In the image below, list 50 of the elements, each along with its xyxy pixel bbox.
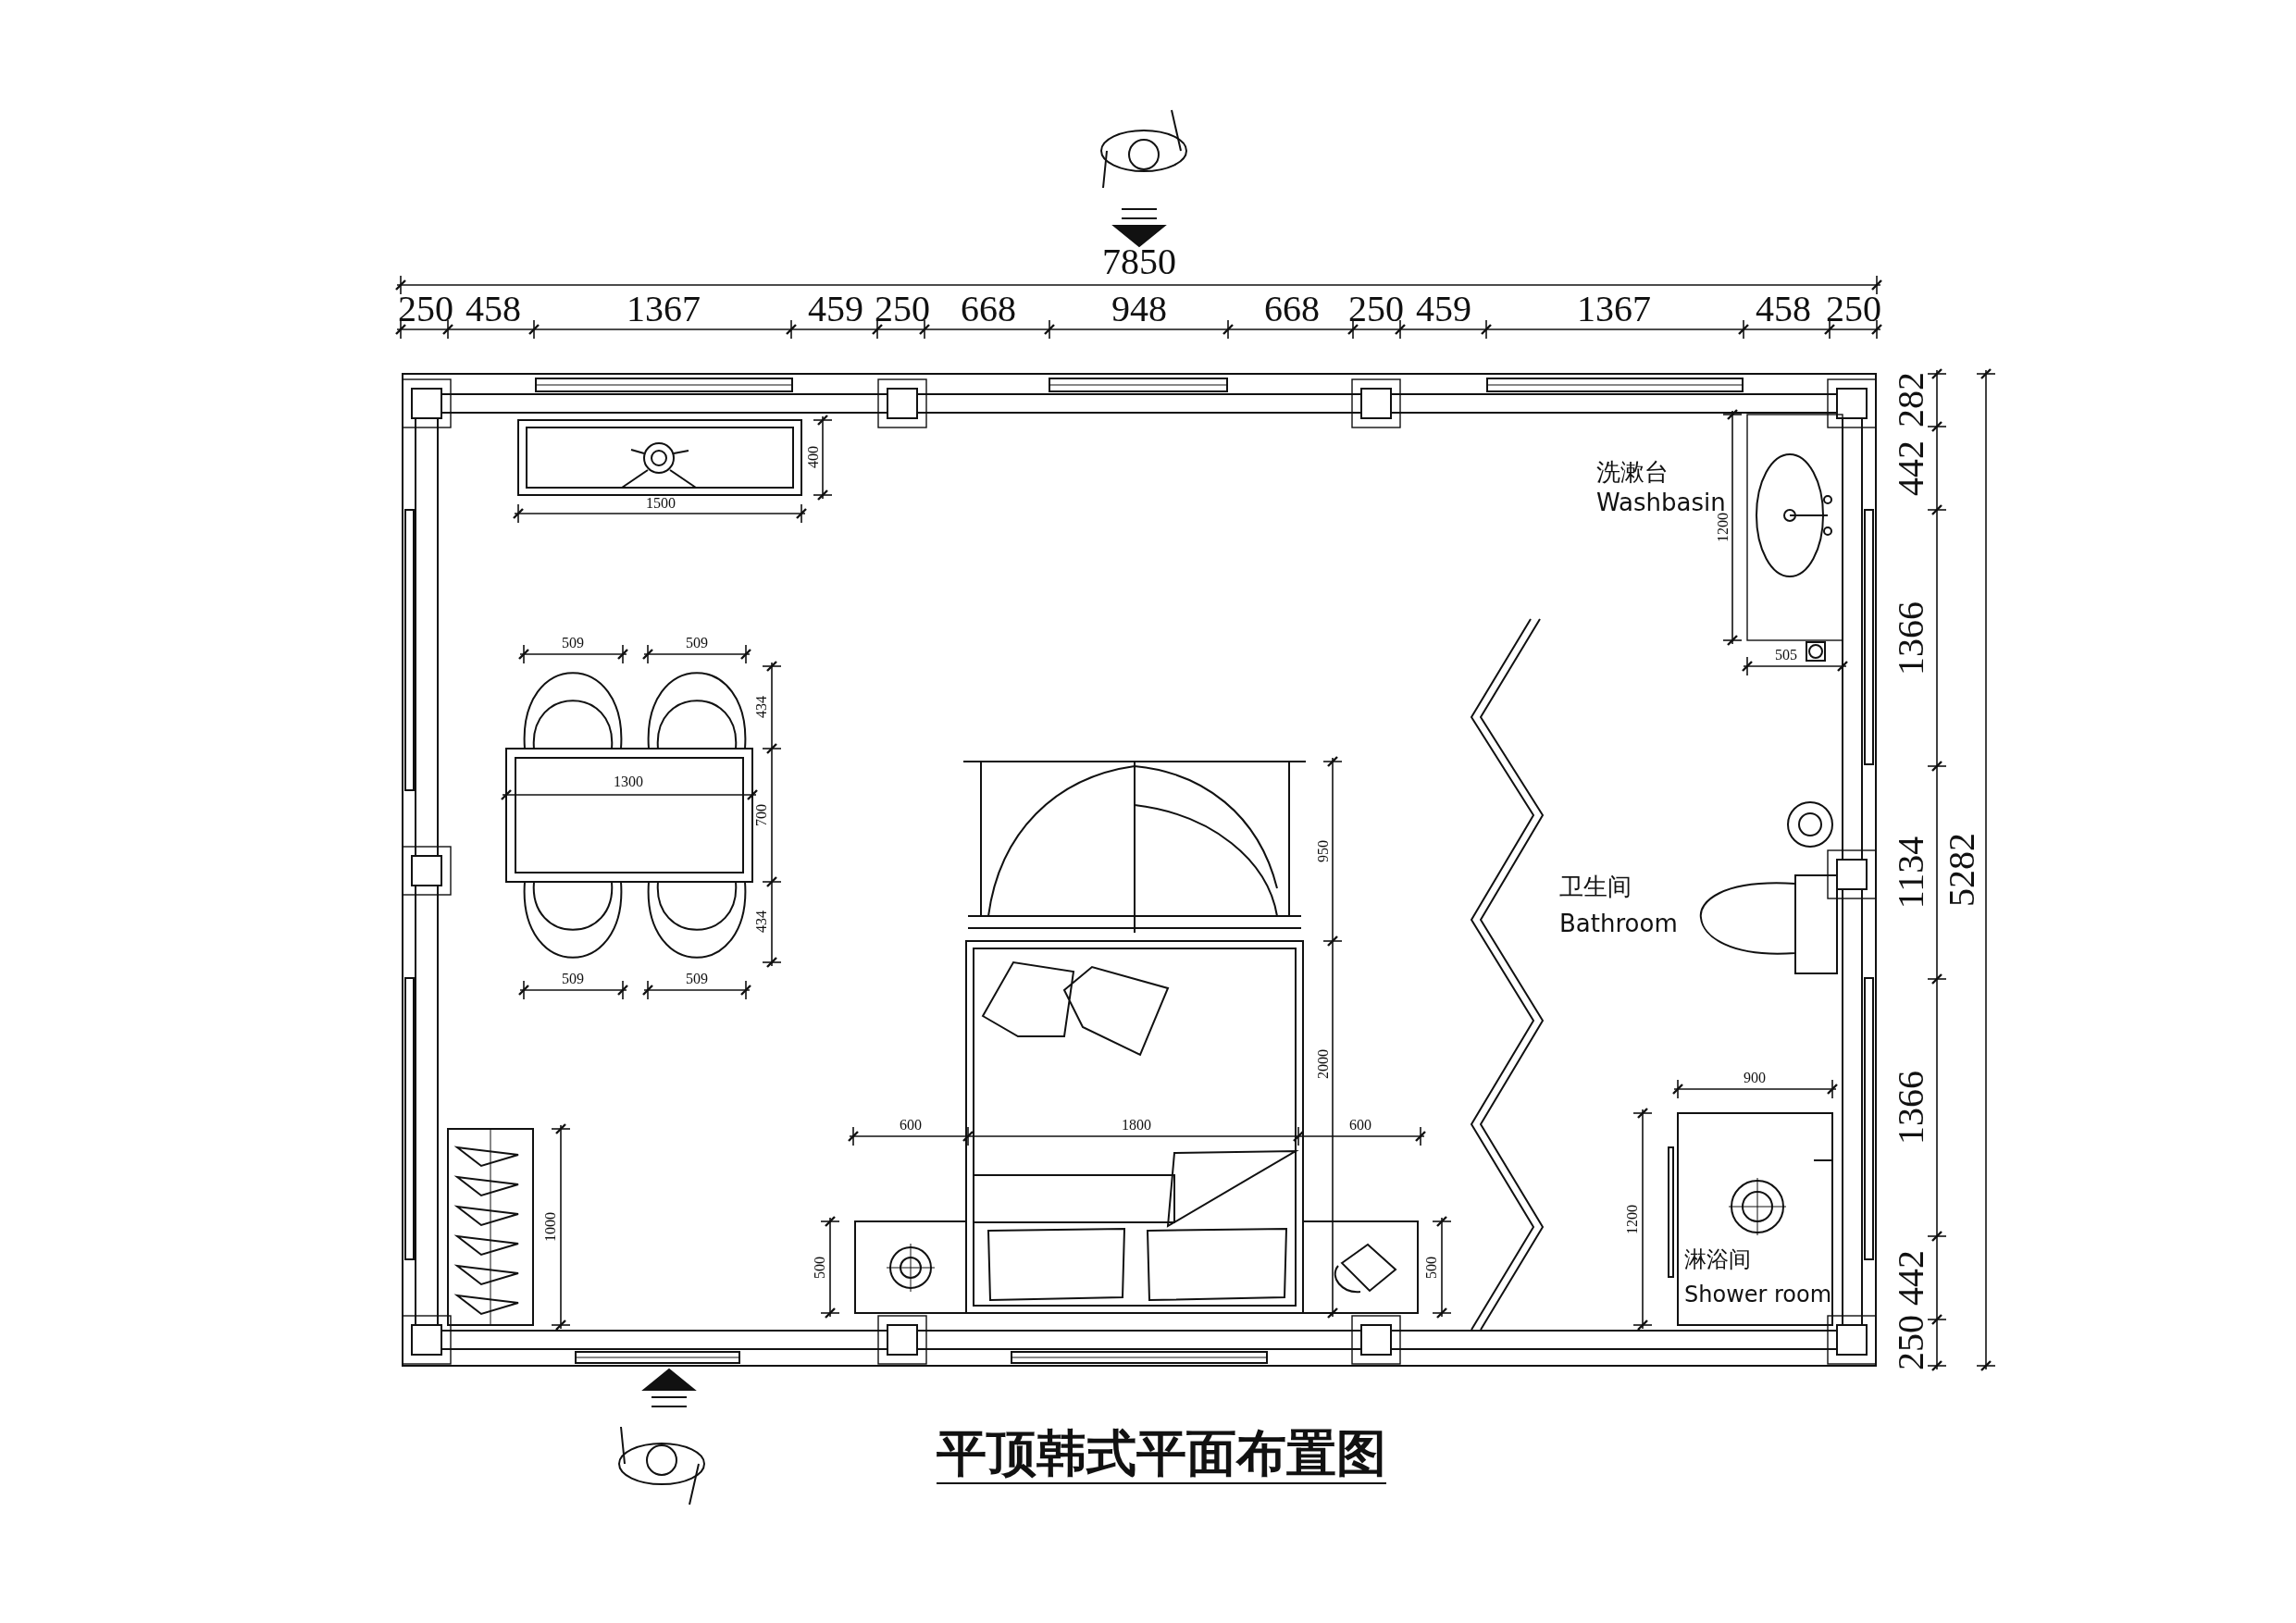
- dimension-text: 1300: [614, 774, 643, 789]
- dimension-text: 250: [1826, 291, 1881, 328]
- dimension-text: 1500: [646, 496, 676, 511]
- dimension-text: 1134: [1893, 836, 1930, 910]
- dimension-text: 509: [686, 636, 708, 650]
- dimension-text: 500: [813, 1257, 827, 1279]
- dimension-text: 442: [1893, 440, 1930, 496]
- dimension-text: 434: [754, 696, 769, 718]
- dimension-text: 442: [1893, 1250, 1930, 1306]
- dimension-text: 505: [1775, 648, 1797, 663]
- dimension-text: 250: [875, 291, 930, 328]
- dimension-text: 282: [1893, 372, 1930, 427]
- dimension-text: 1200: [1625, 1205, 1640, 1234]
- dimension-text: 2000: [1316, 1049, 1331, 1079]
- room-label: 洗漱台: [1596, 460, 1669, 484]
- dimension-text: 900: [1744, 1071, 1766, 1085]
- room-label: 淋浴间: [1684, 1248, 1751, 1270]
- dimension-text: 7850: [1102, 243, 1176, 280]
- dimension-text: 5282: [1943, 833, 1980, 907]
- dimension-text: 600: [900, 1118, 922, 1133]
- dimension-text: 1000: [543, 1212, 558, 1242]
- dimension-text: 509: [562, 972, 584, 986]
- dimension-text: 500: [1424, 1257, 1439, 1279]
- dimension-text: 458: [1756, 291, 1811, 328]
- dimension-text: 1366: [1893, 601, 1930, 675]
- dimension-text: 250: [1348, 291, 1404, 328]
- dimension-text: 948: [1111, 291, 1167, 328]
- dimension-text: 668: [961, 291, 1016, 328]
- dimension-text: 1367: [627, 291, 701, 328]
- dimension-text: 1200: [1716, 513, 1731, 542]
- dimension-text: 1367: [1577, 291, 1651, 328]
- dimension-text: 1366: [1893, 1071, 1930, 1145]
- dimension-text: 250: [398, 291, 453, 328]
- room-label: Bathroom: [1559, 911, 1678, 935]
- dimension-text: 400: [806, 446, 821, 468]
- room-label: 卫生间: [1559, 874, 1632, 898]
- dimension-text: 458: [465, 291, 521, 328]
- dimension-text: 700: [754, 804, 769, 826]
- dimension-text: 459: [808, 291, 863, 328]
- dimension-text: 1800: [1122, 1118, 1151, 1133]
- room-label: Shower room: [1684, 1283, 1832, 1306]
- dimension-text: 950: [1316, 840, 1331, 862]
- dimension-text: 459: [1416, 291, 1471, 328]
- dimension-text: 509: [562, 636, 584, 650]
- dimension-text: 600: [1349, 1118, 1371, 1133]
- dimension-text: 434: [754, 911, 769, 933]
- dimension-text: 668: [1264, 291, 1320, 328]
- dimension-text: 250: [1893, 1315, 1930, 1370]
- drawing-title: 平顶韩式平面布置图: [937, 1429, 1386, 1484]
- dimension-text: 509: [686, 972, 708, 986]
